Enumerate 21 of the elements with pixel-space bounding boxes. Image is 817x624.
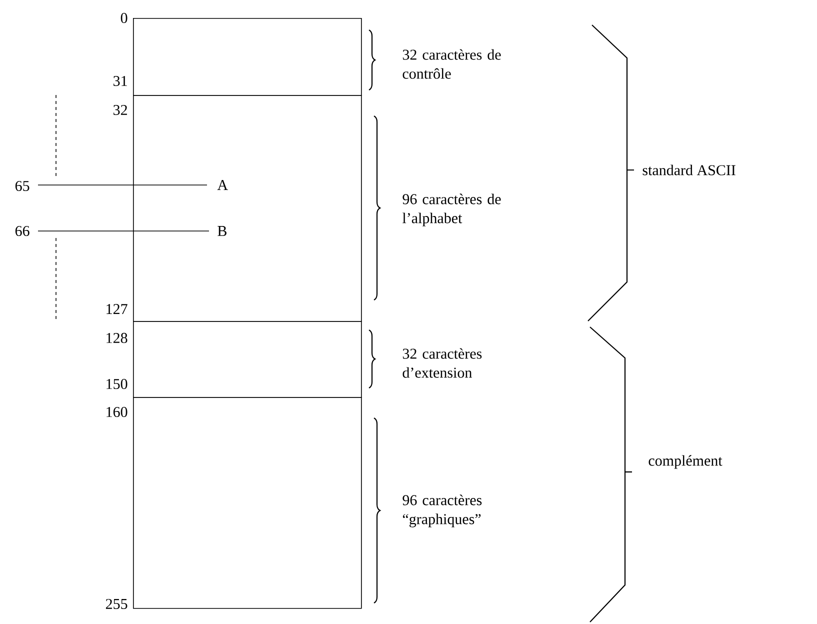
section-description: 32 caractères d’extension [402,348,482,378]
code-number: 160 [106,406,128,418]
row-number: 65 [15,180,30,192]
group-label: standard ASCII [642,164,736,176]
table-section [133,320,362,398]
character-label: B [218,226,226,236]
character-label: A [217,180,228,190]
table-section [133,397,362,609]
row-number: 66 [15,226,30,236]
code-number: 0 [120,12,128,24]
code-number: 150 [106,378,128,390]
table-section [133,95,362,322]
code-number: 31 [114,76,127,86]
code-number: 128 [106,332,128,344]
section-description: 32 caractères de contrôle [402,49,501,79]
code-number: 127 [106,304,128,314]
group-label: complément [648,455,722,469]
section-description: 96 caractères “graphiques” [402,494,482,528]
code-number: 32 [114,104,127,116]
section-description: 96 caractères de l’alphabet [402,194,501,226]
table-section [133,18,362,96]
